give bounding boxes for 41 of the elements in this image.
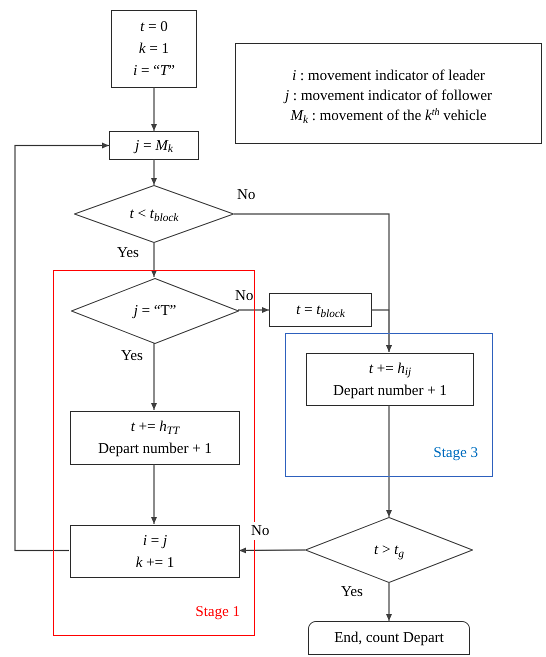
condition-text: t < t$_{block}$ bbox=[130, 204, 178, 226]
arrow bbox=[14, 142, 109, 552]
arrow bbox=[151, 343, 157, 410]
stage-label: Stage 3 bbox=[433, 444, 478, 462]
process-box bbox=[111, 10, 197, 88]
process-text: k = 1 bbox=[138, 40, 170, 59]
arrow bbox=[386, 583, 392, 621]
arrow bbox=[239, 547, 305, 554]
process-text: Depart number + 1 bbox=[333, 382, 447, 400]
process-text: i = “T” bbox=[133, 62, 175, 81]
process-text: t += h$_{ij}$ bbox=[368, 360, 412, 380]
process-text: End, count Depart bbox=[334, 628, 444, 648]
note-box bbox=[235, 43, 542, 144]
condition-text: t > t$_{g}$ bbox=[374, 540, 404, 562]
arrow bbox=[386, 405, 392, 517]
end-box bbox=[308, 621, 470, 655]
note-text: M$_{k}$ : movement of the k$^{th}$ vehicle bbox=[290, 106, 487, 126]
note-text: j : movement indicator of follower bbox=[284, 87, 492, 106]
process-box bbox=[306, 353, 474, 406]
process-box bbox=[109, 131, 199, 160]
note-text: i : movement indicator of leader bbox=[292, 67, 485, 86]
process-text: k += 1 bbox=[136, 554, 174, 572]
arrow bbox=[151, 160, 157, 185]
arrow bbox=[372, 309, 392, 352]
process-text: t += h$_{TT}$ bbox=[130, 418, 180, 438]
process-text: j = M$_{k}$ bbox=[135, 136, 173, 156]
edge-label: No bbox=[250, 522, 270, 540]
process-box bbox=[70, 525, 240, 578]
process-box bbox=[269, 293, 372, 327]
condition-text: j = “T” bbox=[134, 302, 176, 321]
arrow bbox=[151, 88, 157, 131]
arrow bbox=[151, 243, 157, 277]
process-text: t = t$_{block}$ bbox=[296, 301, 345, 321]
stage-frame bbox=[285, 333, 493, 477]
stage-label: Stage 1 bbox=[195, 602, 240, 622]
process-text: t = 0 bbox=[140, 18, 168, 37]
arrow bbox=[238, 307, 269, 313]
arrow bbox=[151, 464, 157, 524]
process-text: i = j bbox=[142, 532, 168, 550]
process-box bbox=[70, 411, 240, 465]
process-text: Depart number + 1 bbox=[98, 440, 212, 459]
